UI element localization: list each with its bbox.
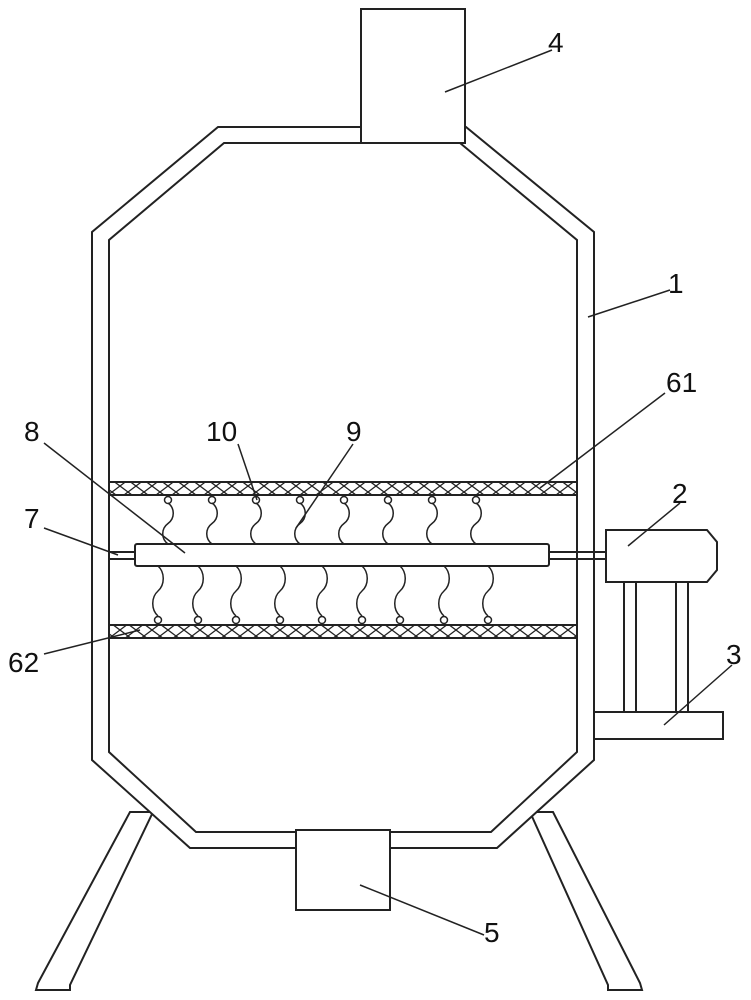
upper-hook-ring bbox=[295, 495, 305, 505]
label-10: 10 bbox=[206, 416, 237, 447]
upper-hook-ring bbox=[207, 495, 217, 505]
upper-spring bbox=[162, 502, 174, 545]
lower-hook-ring bbox=[193, 615, 203, 625]
upper-spring bbox=[338, 502, 350, 545]
leader-61 bbox=[539, 392, 666, 489]
upper-hook-ring bbox=[383, 495, 393, 505]
lower-spring bbox=[152, 565, 164, 617]
upper-spring bbox=[470, 502, 482, 545]
upper-spring bbox=[294, 502, 306, 545]
spring-group bbox=[152, 495, 494, 625]
upper-hook-ring bbox=[163, 495, 173, 505]
lower-hook-ring bbox=[483, 615, 493, 625]
label-4: 4 bbox=[548, 27, 564, 58]
upper-screen-outline bbox=[108, 481, 578, 496]
bracket-post-right bbox=[675, 581, 689, 713]
leader-10 bbox=[237, 443, 258, 501]
lower-hook-ring bbox=[439, 615, 449, 625]
label-62: 62 bbox=[8, 647, 39, 678]
leader-1 bbox=[587, 289, 671, 318]
motor bbox=[605, 529, 718, 583]
lower-spring bbox=[394, 565, 406, 617]
discharge-outlet bbox=[295, 829, 391, 911]
lower-hook-ring bbox=[357, 615, 367, 625]
leader-2 bbox=[627, 502, 681, 547]
label-7: 7 bbox=[24, 503, 40, 534]
label-61: 61 bbox=[666, 367, 697, 398]
lower-spring bbox=[230, 565, 242, 617]
roller bbox=[134, 543, 550, 567]
lower-hook-ring bbox=[395, 615, 405, 625]
label-2: 2 bbox=[672, 478, 688, 509]
feed-inlet bbox=[360, 8, 466, 144]
leader-5 bbox=[359, 884, 485, 936]
lower-spring bbox=[482, 565, 494, 617]
label-1: 1 bbox=[668, 268, 684, 299]
lower-screen-outline bbox=[108, 624, 578, 639]
label-3: 3 bbox=[726, 639, 742, 670]
lower-hook-ring bbox=[153, 615, 163, 625]
upper-hook-ring bbox=[471, 495, 481, 505]
upper-hook-ring bbox=[427, 495, 437, 505]
label-9: 9 bbox=[346, 416, 362, 447]
lower-hook-ring bbox=[231, 615, 241, 625]
upper-spring bbox=[426, 502, 438, 545]
upper-screen-hatch bbox=[110, 483, 576, 494]
lower-spring bbox=[274, 565, 286, 617]
lower-spring bbox=[438, 565, 450, 617]
upper-spring bbox=[206, 502, 218, 545]
lower-spring bbox=[356, 565, 368, 617]
leader-9 bbox=[295, 443, 354, 529]
leader-62 bbox=[43, 629, 141, 655]
upper-hook-ring bbox=[339, 495, 349, 505]
leader-8 bbox=[43, 442, 186, 554]
lower-hook-ring bbox=[275, 615, 285, 625]
bracket-post-left bbox=[623, 581, 637, 713]
lower-screen-hatch bbox=[110, 626, 576, 637]
left-leg bbox=[34, 811, 155, 991]
bracket-base bbox=[593, 711, 724, 740]
label-8: 8 bbox=[24, 416, 40, 447]
lower-spring bbox=[192, 565, 204, 617]
upper-spring bbox=[250, 502, 262, 545]
upper-spring bbox=[382, 502, 394, 545]
leader-7 bbox=[43, 527, 119, 556]
leader-4 bbox=[444, 49, 553, 93]
label-5: 5 bbox=[484, 917, 500, 948]
lower-hook-ring bbox=[317, 615, 327, 625]
right-leg bbox=[528, 811, 644, 991]
leader-3 bbox=[663, 664, 733, 726]
lower-spring bbox=[316, 565, 328, 617]
